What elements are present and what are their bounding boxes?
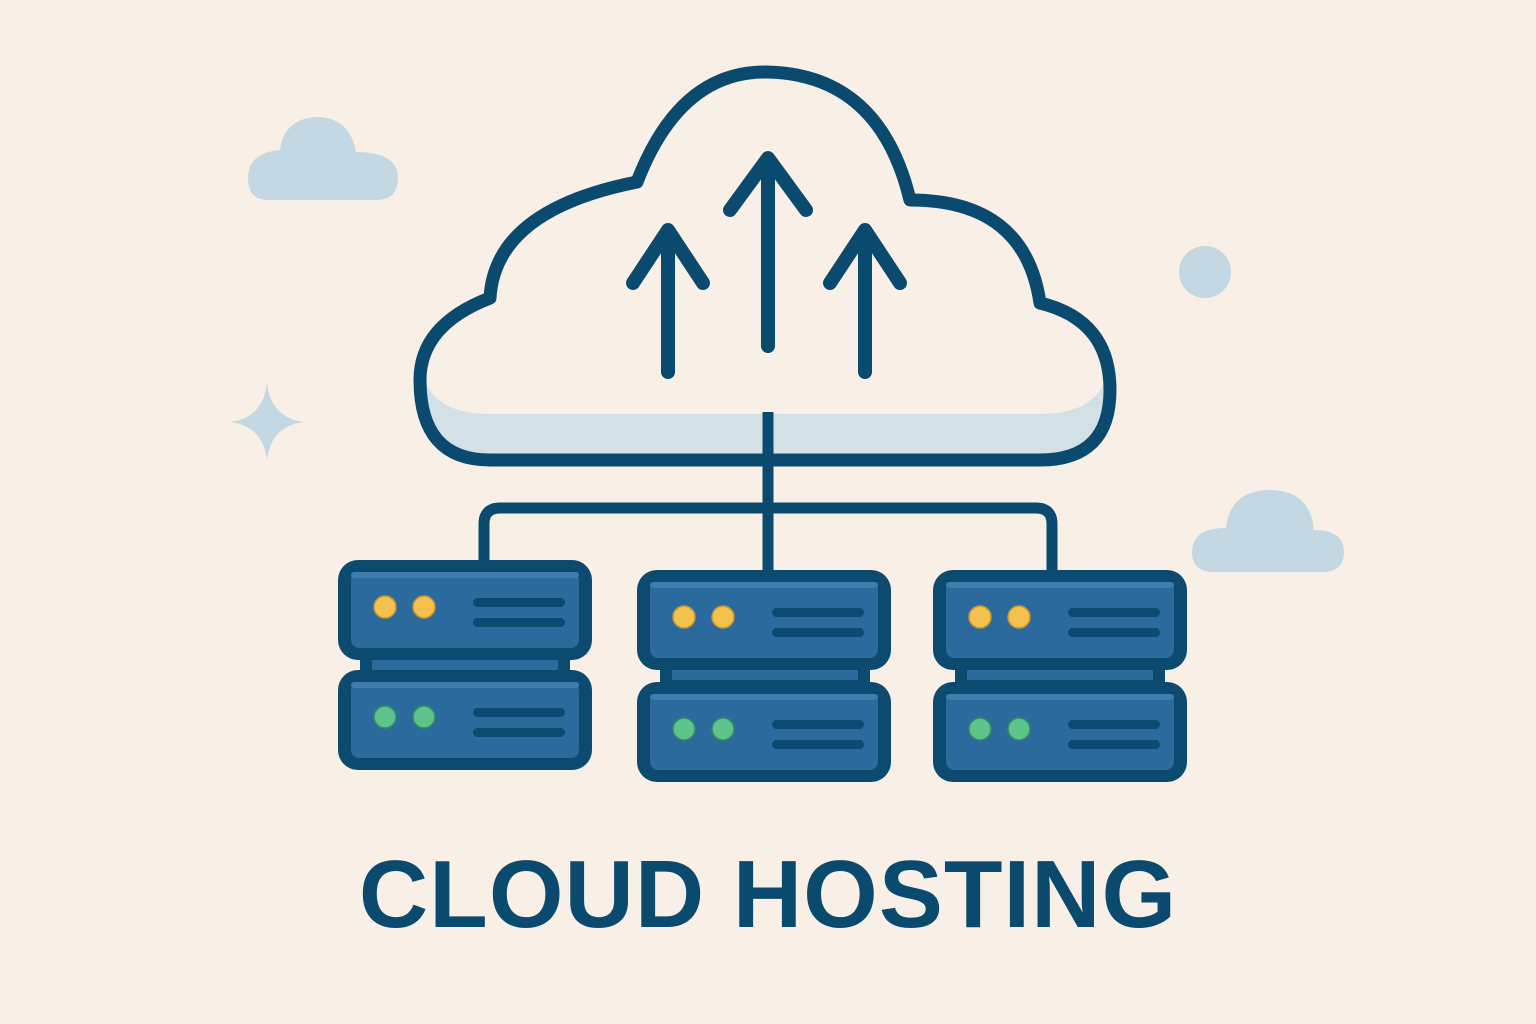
upload-arrow-left-icon (626, 223, 710, 379)
upload-arrow-center-icon (723, 151, 813, 353)
sparkle-icon (230, 383, 304, 460)
server-right (932, 569, 1188, 783)
small-cloud-icon (248, 117, 398, 200)
small-cloud-icon (1192, 490, 1344, 572)
server-center (636, 569, 892, 783)
network-connector (478, 412, 1058, 572)
dot-icon (1179, 246, 1231, 298)
upload-arrow-right-icon (823, 223, 907, 379)
cloud-upload-icon (413, 65, 1117, 467)
page-title: CLOUD HOSTING (358, 841, 1178, 948)
server-left (337, 559, 593, 771)
